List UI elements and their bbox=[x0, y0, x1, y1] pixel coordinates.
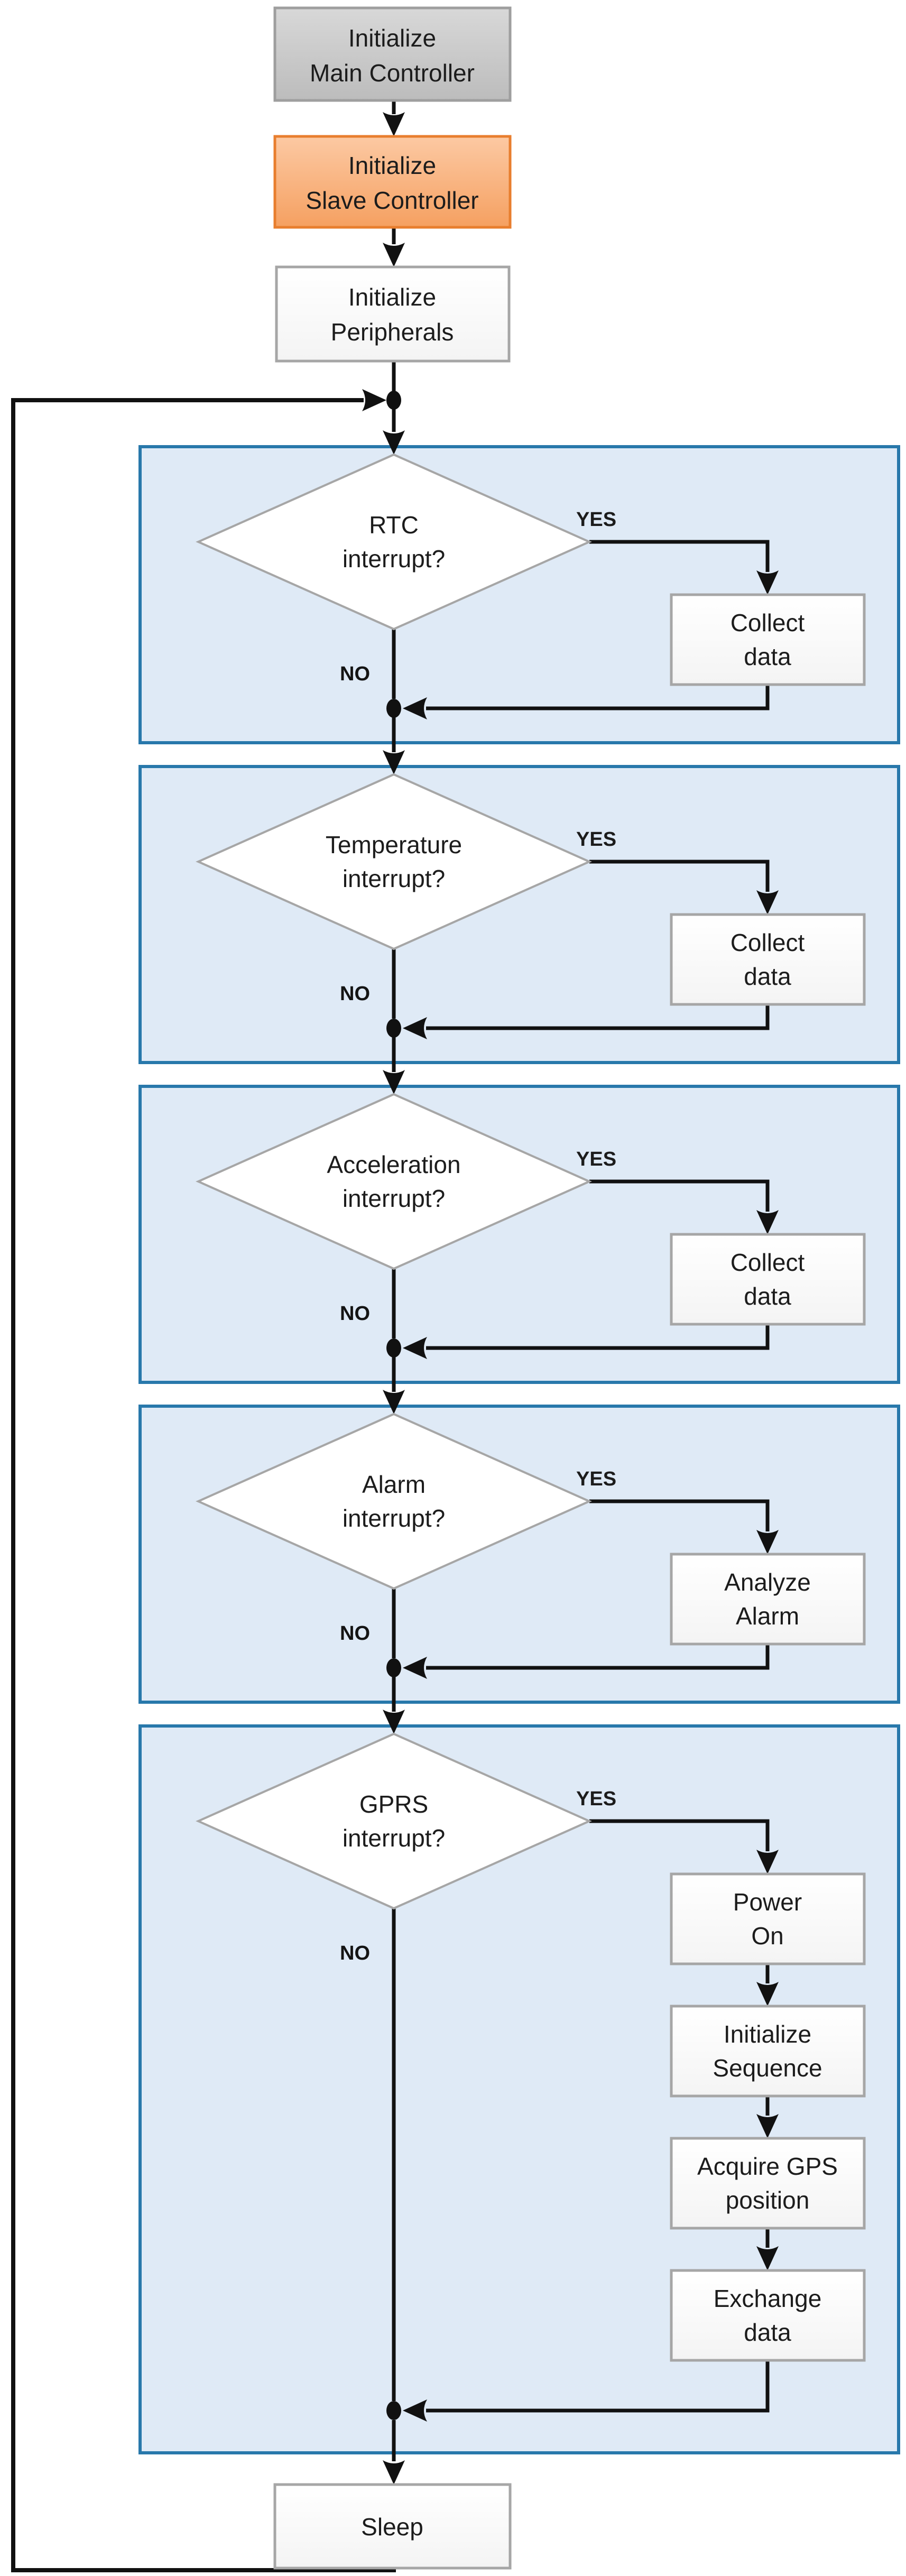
gprs-step1-line1: Power bbox=[733, 1888, 802, 1916]
arrowhead-right-icon bbox=[362, 389, 386, 411]
acceleration-no-label: NO bbox=[340, 1303, 370, 1325]
arrowhead-down-icon bbox=[383, 2460, 405, 2485]
action-gprs-init-sequence: Initialize Sequence bbox=[670, 2005, 866, 2098]
junction-dot-rtc bbox=[386, 699, 401, 718]
action-temperature-collect: Collect data bbox=[670, 913, 866, 1006]
gprs-step2-line1: Initialize bbox=[724, 2020, 811, 2048]
gprs-question-line2: interrupt? bbox=[343, 1824, 445, 1852]
gprs-step1-line2: On bbox=[751, 1922, 783, 1950]
gprs-return-line bbox=[426, 2360, 770, 2413]
alarm-yes-line bbox=[589, 1499, 770, 1531]
alarm-question-line1: Alarm bbox=[362, 1471, 426, 1498]
gprs-yes-line bbox=[589, 1819, 770, 1851]
alarm-return-line bbox=[426, 1644, 770, 1670]
rtc-return-line bbox=[426, 685, 770, 710]
rtc-question-line2: interrupt? bbox=[343, 545, 445, 573]
init-main-line2: Main Controller bbox=[310, 59, 475, 87]
temperature-no-label: NO bbox=[340, 983, 370, 1005]
gprs-yes-label: YES bbox=[576, 1788, 616, 1810]
acceleration-action-line2: data bbox=[744, 1282, 791, 1310]
rtc-action-line2: data bbox=[744, 643, 791, 670]
alarm-no-label: NO bbox=[340, 1622, 370, 1645]
rtc-yes-label: YES bbox=[576, 509, 616, 531]
gprs-question-line1: GPRS bbox=[359, 1790, 428, 1818]
action-gprs-power-on: Power On bbox=[670, 1872, 866, 1965]
rtc-action-line1: Collect bbox=[731, 609, 805, 636]
acceleration-return-line bbox=[426, 1324, 770, 1350]
junction-dot-gprs bbox=[386, 2401, 401, 2420]
alarm-yes-label: YES bbox=[576, 1468, 616, 1490]
action-gprs-acquire-gps: Acquire GPS position bbox=[670, 2137, 866, 2230]
init-slave-line1: Initialize bbox=[348, 152, 436, 179]
alarm-action-line1: Analyze bbox=[724, 1568, 811, 1596]
init-peripherals-line2: Peripherals bbox=[331, 318, 454, 346]
node-sleep: Sleep bbox=[273, 2483, 512, 2570]
acceleration-action-line1: Collect bbox=[731, 1249, 805, 1276]
junction-dot-top bbox=[386, 391, 401, 410]
action-gprs-exchange-data: Exchange data bbox=[670, 2269, 866, 2362]
action-rtc-collect: Collect data bbox=[670, 593, 866, 686]
acceleration-question-line2: interrupt? bbox=[343, 1185, 445, 1212]
temperature-action-line2: data bbox=[744, 963, 791, 990]
init-peripherals-line1: Initialize bbox=[348, 283, 436, 311]
gprs-step2-line2: Sequence bbox=[713, 2054, 822, 2082]
arrowhead-down-icon bbox=[383, 243, 405, 267]
acceleration-yes-line bbox=[589, 1179, 770, 1212]
loop-back-line bbox=[11, 398, 396, 2572]
junction-dot-alarm bbox=[386, 1658, 401, 1677]
gprs-step4-line2: data bbox=[744, 2319, 791, 2346]
gprs-step3-line1: Acquire GPS bbox=[697, 2153, 838, 2180]
decision-alarm: Alarm interrupt? YES NO bbox=[196, 1412, 616, 1645]
temperature-return-line bbox=[426, 1004, 770, 1030]
temperature-question-line1: Temperature bbox=[326, 831, 462, 858]
node-init-slave: Initialize Slave Controller bbox=[273, 135, 512, 229]
temperature-yes-label: YES bbox=[576, 828, 616, 851]
rtc-no-label: NO bbox=[340, 663, 370, 685]
junction-dot-temperature bbox=[386, 1019, 401, 1038]
decision-acceleration: Acceleration interrupt? YES NO bbox=[196, 1093, 616, 1325]
action-alarm-analyze: Analyze Alarm bbox=[670, 1553, 866, 1646]
decision-temperature: Temperature interrupt? YES NO bbox=[196, 773, 616, 1005]
rtc-question-line1: RTC bbox=[369, 511, 419, 539]
gprs-no-label: NO bbox=[340, 1942, 370, 1964]
acceleration-yes-label: YES bbox=[576, 1148, 616, 1170]
alarm-question-line2: interrupt? bbox=[343, 1504, 445, 1532]
temperature-question-line2: interrupt? bbox=[343, 865, 445, 892]
sleep-label: Sleep bbox=[361, 2513, 423, 2541]
init-slave-line2: Slave Controller bbox=[306, 187, 478, 214]
acceleration-question-line1: Acceleration bbox=[327, 1151, 460, 1178]
node-init-main: Initialize Main Controller bbox=[273, 6, 512, 102]
temperature-action-line1: Collect bbox=[731, 929, 805, 956]
init-main-line1: Initialize bbox=[348, 24, 436, 52]
arrowhead-down-icon bbox=[383, 112, 405, 136]
node-init-peripherals: Initialize Peripherals bbox=[275, 265, 511, 363]
action-acceleration-collect: Collect data bbox=[670, 1233, 866, 1326]
rtc-yes-line bbox=[589, 540, 770, 572]
alarm-action-line2: Alarm bbox=[736, 1602, 799, 1630]
gprs-step3-line2: position bbox=[726, 2186, 810, 2214]
junction-dots bbox=[386, 391, 401, 2420]
gprs-step4-line1: Exchange bbox=[714, 2285, 822, 2312]
flow-connectors bbox=[11, 100, 770, 2572]
junction-dot-acceleration bbox=[386, 1338, 401, 1358]
temperature-yes-line bbox=[589, 860, 770, 892]
decision-rtc: RTC interrupt? YES NO bbox=[196, 453, 616, 685]
decision-gprs: GPRS interrupt? YES NO bbox=[196, 1732, 616, 1964]
